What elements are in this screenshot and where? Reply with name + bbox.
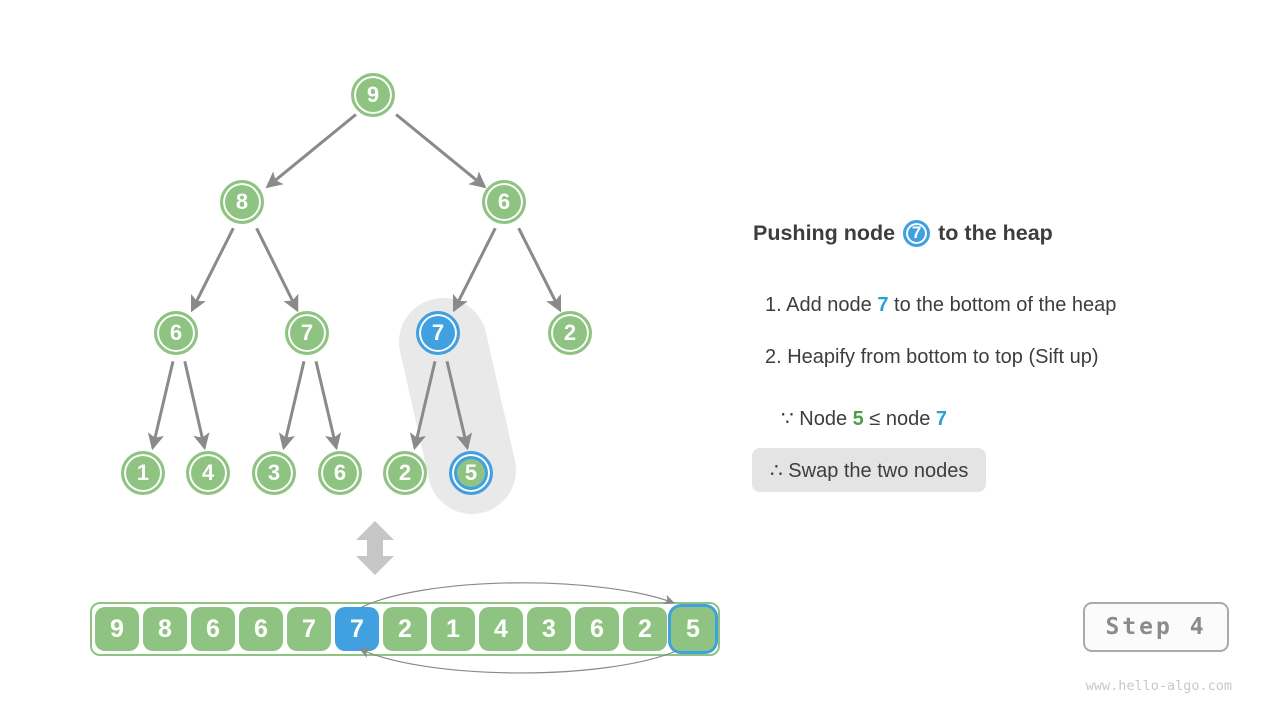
tree-array-equivalence-arrow bbox=[356, 521, 394, 575]
array-cell-highlight-5: 5 bbox=[671, 607, 715, 651]
array-cell: 7 bbox=[287, 607, 331, 651]
panel-heading: Pushing node 7 to the heap bbox=[753, 210, 1053, 256]
array-cell: 1 bbox=[431, 607, 475, 651]
tree-node: 6 bbox=[318, 451, 362, 495]
tree-node: 6 bbox=[154, 311, 198, 355]
step-indicator: Step 4 bbox=[1083, 602, 1229, 652]
tree-node: 2 bbox=[548, 311, 592, 355]
therefore-statement: ∴ Swap the two nodes bbox=[752, 448, 987, 492]
tree-node: 2 bbox=[383, 451, 427, 495]
tree-node: 6 bbox=[482, 180, 526, 224]
array-cell: 3 bbox=[527, 607, 571, 651]
heading-node-badge: 7 bbox=[903, 219, 931, 247]
watermark-url: www.hello-algo.com bbox=[1085, 678, 1232, 694]
array-cell: 6 bbox=[239, 607, 283, 651]
heading-suffix: to the heap bbox=[938, 220, 1053, 245]
tree-node: 4 bbox=[186, 451, 230, 495]
because-statement: ∵ Node 5 ≤ node 7 bbox=[781, 408, 948, 430]
heap-array: 9 8 6 6 7 7 2 1 4 3 6 2 5 bbox=[90, 602, 720, 656]
array-cell: 9 bbox=[95, 607, 139, 651]
tree-node-highlight-5: 5 bbox=[449, 451, 493, 495]
array-cell: 4 bbox=[479, 607, 523, 651]
tree-node: 7 bbox=[285, 311, 329, 355]
tree-node: 3 bbox=[252, 451, 296, 495]
tree-node: 9 bbox=[351, 73, 395, 117]
array-cell: 6 bbox=[575, 607, 619, 651]
tree-node: 8 bbox=[220, 180, 264, 224]
instruction-step-1: 1. Add node 7 to the bottom of the heap bbox=[765, 294, 1117, 316]
tree-edges bbox=[147, 113, 562, 451]
array-cell: 2 bbox=[623, 607, 667, 651]
tree-node: 1 bbox=[121, 451, 165, 495]
tree-node-highlight-7: 7 bbox=[416, 311, 460, 355]
array-cell: 8 bbox=[143, 607, 187, 651]
heading-prefix: Pushing node bbox=[753, 220, 896, 245]
instruction-step-2: 2. Heapify from bottom to top (Sift up) bbox=[765, 346, 1099, 368]
array-cell-highlight-7: 7 bbox=[335, 607, 379, 651]
array-cell: 2 bbox=[383, 607, 427, 651]
array-cell: 6 bbox=[191, 607, 235, 651]
